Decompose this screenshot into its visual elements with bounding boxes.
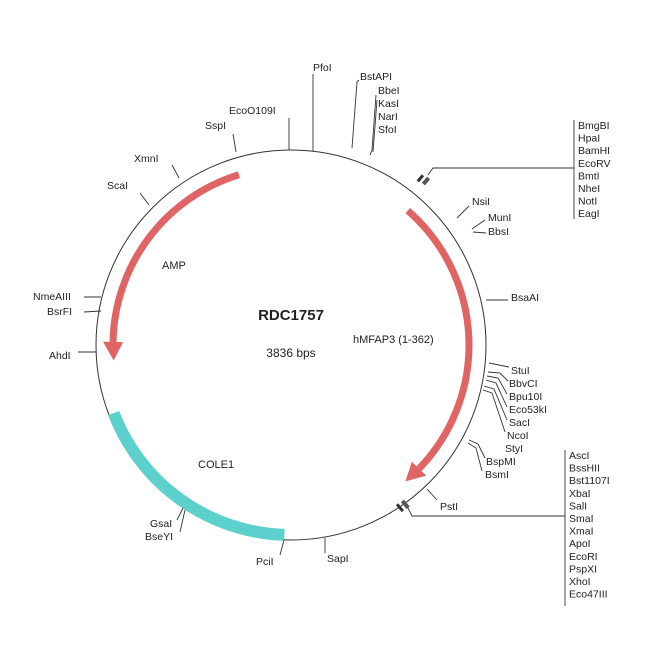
mcs2-site: SalI xyxy=(569,500,587,512)
site-bbvci: BbvCI xyxy=(509,378,538,390)
site-bsrfi: BsrFI xyxy=(47,306,72,318)
site-ahdi: AhdI xyxy=(49,350,71,362)
site-bbei: BbeI xyxy=(378,85,400,97)
site-muni: MunI xyxy=(488,212,511,224)
site-sspi: SspI xyxy=(205,120,226,132)
site-kasi: KasI xyxy=(378,98,399,110)
mcs1-site: EcoRV xyxy=(578,158,611,170)
mcs2-site: AscI xyxy=(569,450,589,462)
site-bspmi-leader xyxy=(468,439,486,459)
mcs1-site: EagI xyxy=(578,208,600,220)
site-bsaai: BsaAI xyxy=(511,292,539,304)
mcs1-site: BmtI xyxy=(578,170,600,182)
hmfap3-arrow xyxy=(405,208,473,472)
site-sfoi: SfoI xyxy=(378,124,397,136)
site-bbsi: BbsI xyxy=(488,226,509,238)
site-bsmi: BsmI xyxy=(485,469,509,481)
site-saci-leader xyxy=(483,385,508,421)
mcs1-cut-mark xyxy=(416,174,425,183)
amp-arrowhead xyxy=(103,341,124,361)
hmfap3-arrowhead xyxy=(405,461,427,482)
amp-arrow xyxy=(109,171,240,342)
site-scai-leader xyxy=(139,192,150,206)
plasmid-name: RDC1757 xyxy=(258,307,324,324)
backbone-circle xyxy=(95,149,487,541)
feature-label-cole1: COLE1 xyxy=(198,459,234,471)
mcs2-leader xyxy=(407,507,565,517)
mcs1-site: BmgBI xyxy=(578,120,610,132)
site-ncoi-leader xyxy=(482,389,506,433)
feature-label-hmfap3: hMFAP3 (1-362) xyxy=(353,334,434,346)
site-eco0109i: EcoO109I xyxy=(229,105,276,117)
mcs2-site: EcoRI xyxy=(569,551,598,563)
mcs2-site: XmaI xyxy=(569,526,594,538)
site-gsai-leader xyxy=(176,507,184,521)
site-sspi-leader xyxy=(232,133,237,153)
mcs2-site: XbaI xyxy=(569,488,591,500)
mcs2-site: Eco47III xyxy=(569,589,608,601)
mcs2-site: SmaI xyxy=(569,513,594,525)
site-stui: StuI xyxy=(511,365,530,377)
site-eco53ki: Eco53kI xyxy=(509,404,547,416)
site-nsii-leader xyxy=(456,205,470,219)
site-bpu10i-leader xyxy=(486,375,508,395)
mcs1-cut-mark xyxy=(421,176,431,186)
site-bseyi-leader xyxy=(179,509,186,533)
site-gsai: GsaI xyxy=(150,518,172,530)
site-sapi: SapI xyxy=(327,553,349,565)
mcs2-site: XhoI xyxy=(569,576,591,588)
site-group-leader xyxy=(372,99,378,153)
mcs1-site: BamHI xyxy=(578,145,610,157)
site-pcii-leader xyxy=(279,539,285,556)
mcs2-site: ApoI xyxy=(569,538,591,550)
site-pfoi: PfoI xyxy=(313,62,332,74)
site-group-leader xyxy=(369,94,377,156)
site-bbvci-leader xyxy=(487,371,509,382)
mcs2-site: PspXI xyxy=(569,563,597,575)
site-bseyi: BseYI xyxy=(145,531,173,543)
mcs2-cut-mark xyxy=(395,503,404,513)
site-bsmi-leader xyxy=(467,442,483,472)
mcs2-site-list: AscIBssHIIBst1107IXbaISalISmaIXmaIApoIEc… xyxy=(569,450,610,601)
site-psti-leader xyxy=(426,488,438,501)
site-bpu10i: Bpu10I xyxy=(509,391,542,403)
site-eco53ki-leader xyxy=(485,379,508,408)
mcs2-site: BssHII xyxy=(569,463,600,475)
feature-label-amp: AMP xyxy=(162,260,186,272)
site-muni-leader xyxy=(471,219,486,230)
cole1-region xyxy=(108,410,285,541)
site-bstapi: BstAPI xyxy=(360,71,392,83)
site-ncoi: NcoI xyxy=(507,430,529,442)
site-scai: ScaI xyxy=(107,180,128,192)
site-bstapi-leader xyxy=(351,79,360,149)
mcs2-site: Bst1107I xyxy=(569,475,610,487)
site-saci: SacI xyxy=(509,417,530,429)
site-bsrfi-leader xyxy=(83,310,102,313)
site-xmni-leader xyxy=(171,164,180,179)
mcs2-cut-mark xyxy=(400,499,410,510)
site-bbsi-leader xyxy=(472,231,487,234)
site-xmni: XmnI xyxy=(134,153,159,165)
site-nmeaiii: NmeAIII xyxy=(33,291,71,303)
site-stui-leader xyxy=(488,362,510,368)
plasmid-size: 3836 bps xyxy=(266,346,315,360)
site-bspmi: BspMI xyxy=(486,456,516,468)
mcs1-site: HpaI xyxy=(578,133,600,145)
mcs1-site: NheI xyxy=(578,183,600,195)
site-nari: NarI xyxy=(378,111,398,123)
site-psti: PstI xyxy=(440,501,458,513)
site-pcii: PciI xyxy=(256,556,274,568)
site-nsii: NsiI xyxy=(472,196,490,208)
mcs1-site: NotI xyxy=(578,196,597,208)
site-styi: StyI xyxy=(505,443,523,455)
mcs1-leader xyxy=(427,167,574,176)
features xyxy=(103,171,473,541)
